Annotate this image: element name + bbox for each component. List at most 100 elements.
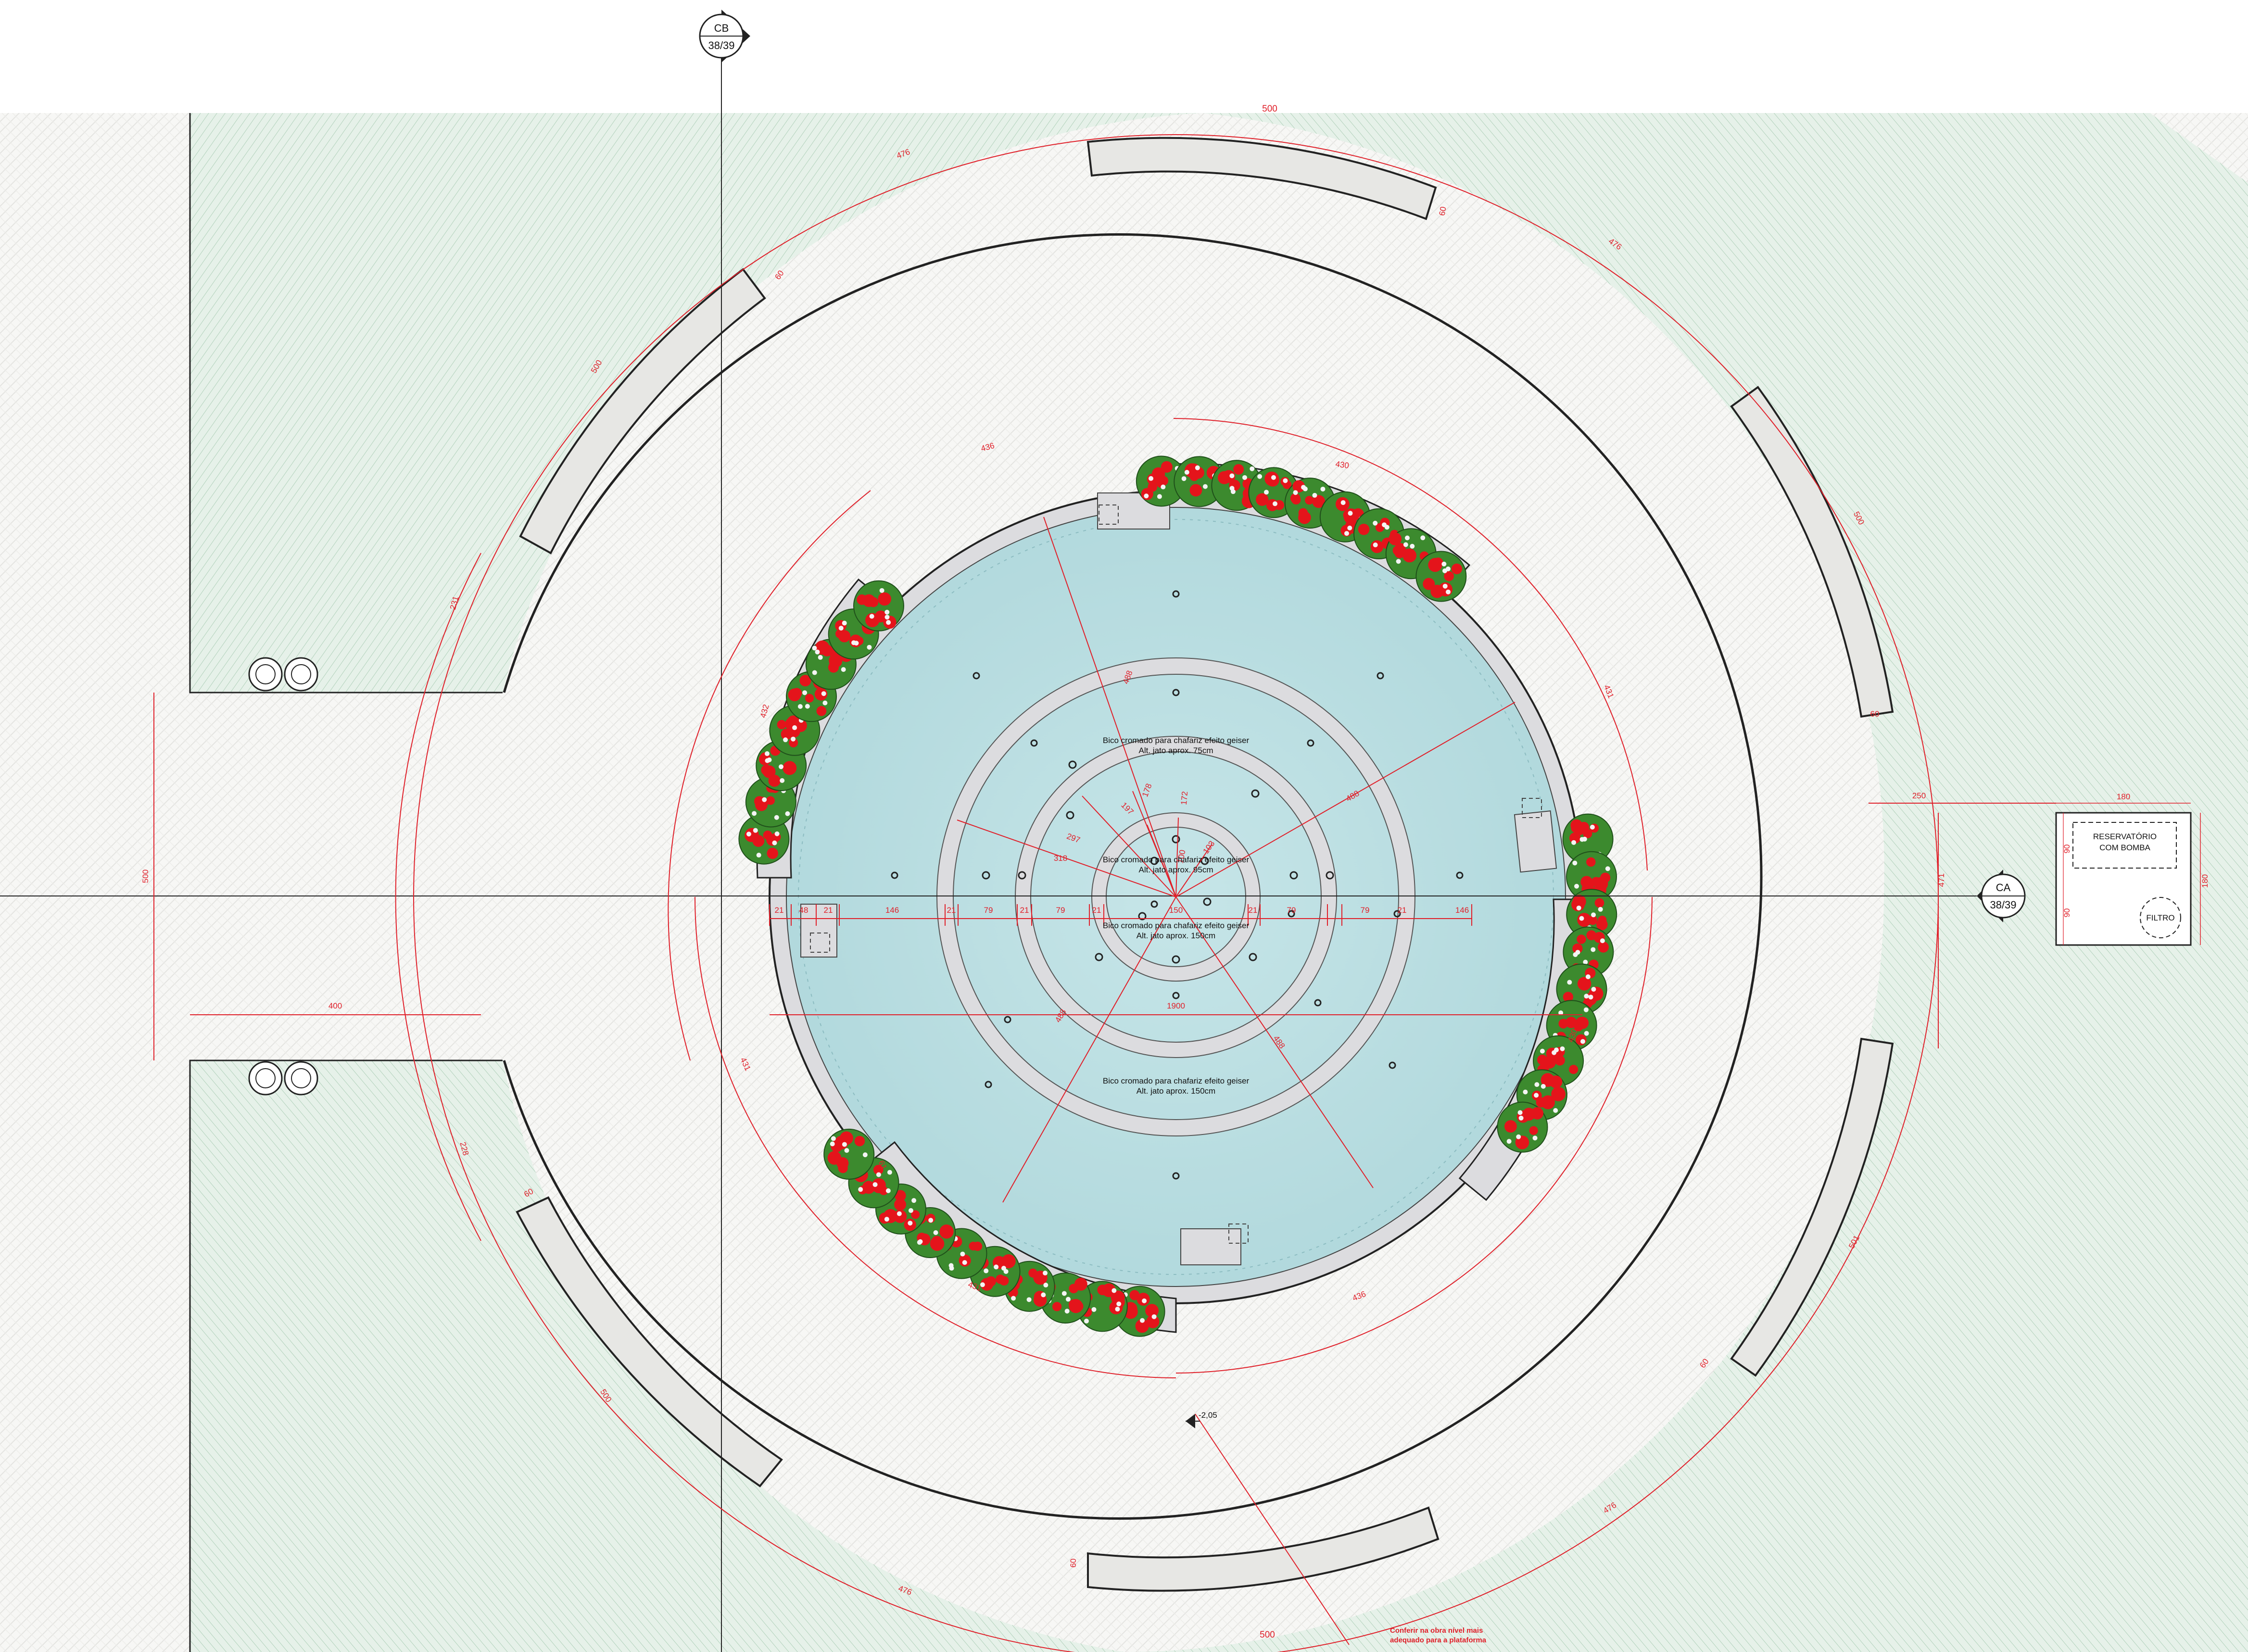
shrub-bloom [831, 1136, 836, 1141]
shrub-flower [1576, 1017, 1589, 1029]
shrub-flower [1572, 943, 1583, 954]
chain-label-13: 79 [1361, 906, 1370, 915]
shrub-bloom [842, 620, 847, 626]
radius-line-b [1175, 702, 1516, 897]
shrub-bloom [1403, 542, 1408, 547]
shrub-flower [763, 765, 776, 778]
chain-label-4: 146 [885, 906, 899, 915]
shrub-bloom [1410, 543, 1415, 549]
shrub-bloom [838, 626, 844, 631]
shrub-bloom [844, 1148, 849, 1153]
shrub-bloom [815, 649, 820, 655]
shrub-bloom [1202, 484, 1208, 489]
shrub-bloom [1540, 1048, 1545, 1054]
reservoir-label-2: COM BOMBA [2099, 843, 2150, 852]
shrub-flower [1543, 1056, 1556, 1069]
shrub-flower [893, 1210, 907, 1223]
shrub-bloom [1142, 1298, 1147, 1303]
left-verge [0, 113, 190, 1652]
shrub-flower [1598, 916, 1607, 925]
chain-label-14: 21 [1398, 906, 1407, 915]
shrub-bloom [762, 797, 767, 802]
shrub-bloom [908, 1208, 913, 1213]
pool-dashed-line [798, 519, 1554, 1275]
bench-bottom-left [516, 1196, 783, 1488]
shrub-flower [878, 592, 891, 606]
lawn-top-left [190, 113, 1202, 693]
section-marker-cb-id: CB [714, 22, 729, 34]
shrub-bloom [1161, 484, 1166, 490]
shrub-bloom [854, 641, 859, 646]
shrub-bloom [1532, 1135, 1538, 1141]
shrub-bloom [984, 1268, 989, 1274]
shrub-bloom [783, 737, 788, 743]
shrub-bloom [821, 691, 826, 696]
tier-ring-3 [1092, 813, 1260, 981]
plaza-edge-arc [503, 233, 1763, 1520]
shrub-flower [1586, 857, 1596, 867]
shrub-flower [1554, 1055, 1565, 1066]
shrub-bloom [805, 704, 810, 709]
shrub-bloom [1043, 1283, 1048, 1288]
shrub-flower [1192, 467, 1204, 479]
tier-ring-1-outer-edge [936, 657, 1415, 1136]
nozzle-note-3-line-2: Alt. jato aprox. 150cm [1137, 931, 1215, 940]
shrub-bloom [1149, 476, 1154, 481]
shrub-bloom [1534, 1082, 1540, 1087]
dim-radius-inner-c: 172 [1179, 791, 1189, 806]
shrub-bloom [1348, 511, 1353, 516]
shrub-flower [1430, 584, 1444, 598]
shrub-bloom [1061, 1291, 1067, 1296]
shrub-flower [816, 706, 827, 716]
shrub-flower [788, 738, 798, 747]
chain-label-9: 21 [1092, 906, 1101, 915]
bollard-group-upper [248, 657, 318, 692]
shrub-flower [1292, 480, 1305, 492]
bench-top-left [519, 268, 766, 555]
shrub-flower [939, 1224, 954, 1239]
shrub-bloom [1340, 500, 1346, 505]
shrub-bloom [830, 1141, 835, 1147]
shrub-flower [799, 675, 811, 687]
shrub-bloom [1144, 493, 1149, 499]
shrub-flower [1291, 495, 1301, 505]
section-marker-cb: CB 38/39 [699, 10, 750, 63]
dim-path-width: 500 [141, 870, 150, 883]
shrub-flower [1583, 829, 1592, 839]
shrub-flower [1566, 1017, 1577, 1028]
shrub-bloom [1591, 912, 1596, 918]
shrub-bloom [1584, 994, 1589, 999]
tier-ring-1 [937, 658, 1415, 1136]
drain-marks [810, 504, 1542, 1244]
section-marker-ca-sheet: 38/39 [1990, 899, 2016, 911]
shrub-foliage [853, 580, 904, 631]
shrub-bloom [1560, 1046, 1565, 1051]
flowering-shrubs [738, 455, 1617, 1337]
shrub-bloom [1181, 476, 1187, 481]
nozzle-notes: Bico cromado para chafariz efeito geiser… [1103, 736, 1250, 1096]
chain-ticks [769, 904, 1472, 926]
shrub-flower [1451, 563, 1463, 574]
shrub-flower [1598, 941, 1609, 953]
shrub-flower [1389, 532, 1402, 545]
bench-bottom [1087, 1506, 1440, 1592]
shrub-bloom [1605, 866, 1610, 871]
reservoir-label-1: RESERVATÓRIO [2093, 832, 2157, 841]
shrub-bloom [1572, 860, 1578, 866]
shrub-bloom [1420, 535, 1426, 541]
shrub-bloom [879, 588, 884, 593]
shrub-flower [1129, 1290, 1140, 1300]
nozzle-note-2-line-2: Alt. jato aprox. 95cm [1139, 865, 1213, 874]
radius-line-d [1175, 896, 1374, 1188]
shrub-bloom [1116, 1301, 1122, 1307]
shrub-bloom [960, 1251, 965, 1257]
shrub-bloom [1442, 568, 1448, 573]
tier-ring-2-outer-edge [1015, 736, 1337, 1058]
shrub-bloom [1111, 1288, 1117, 1293]
shrub-bloom [1404, 535, 1410, 541]
dim-outer-right: 471 [1937, 873, 1946, 887]
shrub-flower [834, 1135, 849, 1149]
shrub-bloom [1151, 1314, 1157, 1319]
shrub-flower [1541, 1073, 1555, 1087]
shrub-flower [999, 1276, 1009, 1286]
